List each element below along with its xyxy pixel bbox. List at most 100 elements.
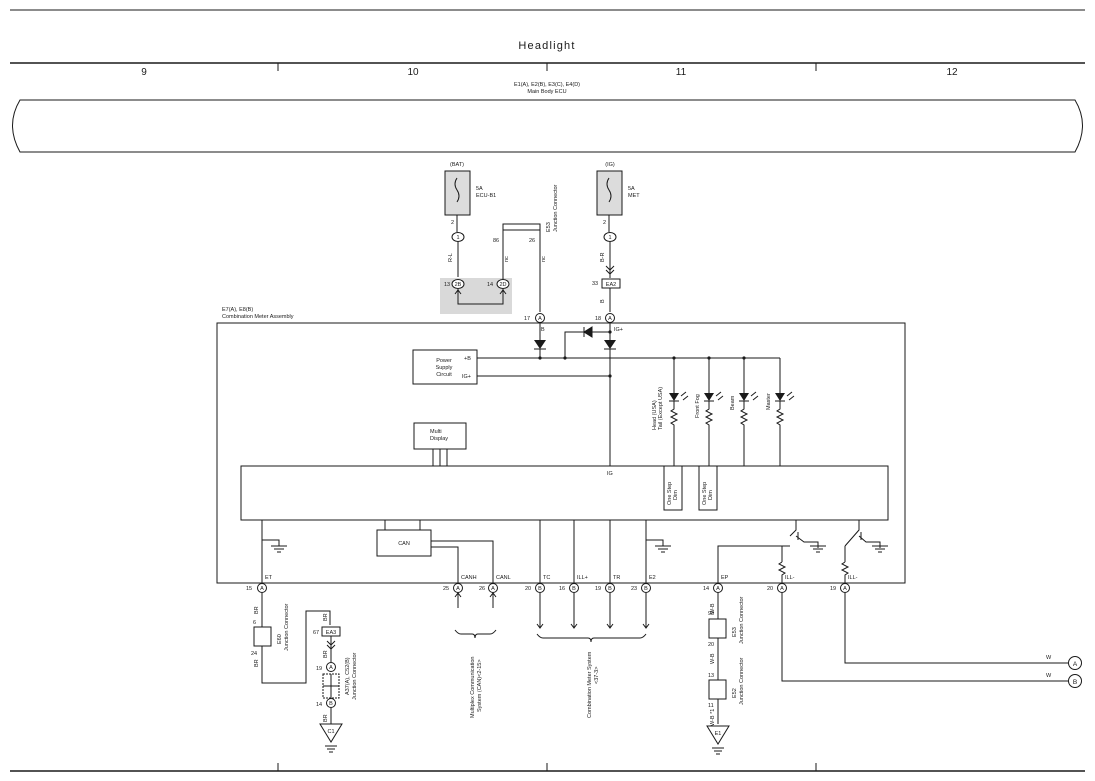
pin-number: 19 [316, 666, 322, 672]
fuse-source: (BAT) [450, 162, 464, 168]
pin-number: 98 [708, 611, 714, 617]
arrow-icon [536, 623, 650, 629]
one-step-dim-box [663, 465, 683, 511]
wire-color: W-B *1 [710, 709, 716, 726]
wire [564, 331, 584, 358]
transistor-icon [844, 520, 881, 548]
resistor-icon [840, 561, 850, 583]
pin-number: 19 [595, 586, 601, 592]
wire [431, 546, 459, 583]
pin-number: 13 [444, 282, 450, 288]
wire-color: nc [541, 256, 547, 262]
pin-number: 6 [253, 620, 256, 626]
junction-label: Junction Connector [739, 596, 745, 644]
pin-number: 33 [592, 281, 598, 287]
junction-id: E52 [732, 688, 738, 698]
wire-color: W [1046, 673, 1052, 679]
led-label: Beam [730, 395, 736, 410]
wire [717, 545, 790, 583]
one-step-dim-line2: Dim [673, 490, 679, 500]
b-label: B [541, 327, 545, 333]
power-supply-circuit [412, 349, 478, 385]
meter-name: Combination Meter Assembly [222, 314, 294, 320]
pin-number: 11 [708, 703, 714, 709]
arrow-icon [489, 592, 497, 598]
power-supply-line2: Supply [436, 365, 453, 371]
wire [262, 539, 280, 546]
meter-ref: E7(A), E8(B) [222, 307, 253, 313]
ground-icon [810, 545, 826, 553]
led-icon [704, 393, 714, 401]
connector-badge [451, 279, 465, 289]
pin-number: 15 [246, 586, 252, 592]
wire-color: nc [504, 256, 510, 262]
off-page-b [1068, 674, 1082, 688]
ecu-band [12, 99, 1083, 153]
connector-badge [451, 232, 465, 242]
pin-number: 86 [493, 238, 499, 244]
resistor-icon [777, 561, 787, 583]
column-number: 12 [946, 67, 958, 78]
fuse-rating: 5A [628, 186, 635, 192]
pin-b-label: +B [464, 356, 471, 362]
wire [844, 593, 1068, 664]
power-supply-line1: Power [436, 358, 452, 364]
off-page-label: A [1073, 661, 1078, 668]
led-label: Tail (Except USA) [658, 387, 664, 430]
junction-e60 [253, 626, 272, 647]
junction-dot [563, 356, 567, 360]
ground-c1-icon [319, 723, 343, 743]
wire-color: B-R [600, 253, 606, 263]
wire [431, 540, 494, 583]
wire-color: BR [323, 613, 329, 621]
pin-number: 19 [830, 586, 836, 592]
connector-label: EA3 [326, 630, 336, 636]
wire [646, 539, 664, 546]
wire-color: W-B [710, 653, 716, 664]
pin-conn: B [572, 586, 576, 592]
pin-number: 67 [313, 630, 319, 636]
fuse-source: (IG) [605, 162, 615, 168]
can-label: CAN [398, 541, 410, 547]
ground-label: E1 [715, 731, 722, 737]
led-group [669, 358, 795, 466]
pin-conn: B [644, 586, 648, 592]
ground-label: C1 [327, 729, 334, 735]
system-label: System (CAN)<2-15> [477, 659, 483, 712]
column-number: 11 [676, 67, 687, 78]
chevron-icon [605, 265, 615, 275]
ground-icon [325, 745, 337, 753]
connector-badge [496, 279, 510, 289]
wire-color: W [1046, 655, 1052, 661]
pin-number: 17 [524, 316, 530, 322]
pin-number: 20 [525, 586, 531, 592]
connector-ea2 [601, 278, 621, 289]
pin-number: 26 [529, 238, 535, 244]
a37-label: A37(A), C52(B) [345, 657, 351, 695]
connector-label: 2B [455, 282, 462, 288]
fuse-ecu-b1 [444, 170, 471, 216]
fuse-met [596, 170, 623, 216]
pin-number: 2 [451, 220, 454, 226]
junction-id: E53 [546, 222, 552, 232]
pin-badge [605, 313, 615, 323]
pin-ig-label: IG+ [462, 374, 471, 380]
fuse-name: ECU-B1 [476, 193, 496, 199]
pin-badge [535, 313, 545, 323]
off-page-label: B [1073, 679, 1077, 686]
pin-number: 20 [708, 642, 714, 648]
system-bracket [454, 629, 497, 639]
pin-conn: A [608, 316, 612, 322]
ground-e1-icon [706, 725, 730, 745]
multi-display-line2: Display [430, 436, 448, 442]
junction-e53 [502, 223, 541, 231]
ecu-name: Main Body ECU [527, 89, 566, 95]
wire-color: BR [323, 650, 329, 658]
wire-color: B [600, 299, 606, 303]
wire [261, 610, 331, 684]
led-label: Front Fog [695, 394, 701, 418]
junction-dot [608, 374, 612, 378]
pin-conn: A [780, 586, 784, 592]
wire-color: R-L [448, 253, 454, 262]
